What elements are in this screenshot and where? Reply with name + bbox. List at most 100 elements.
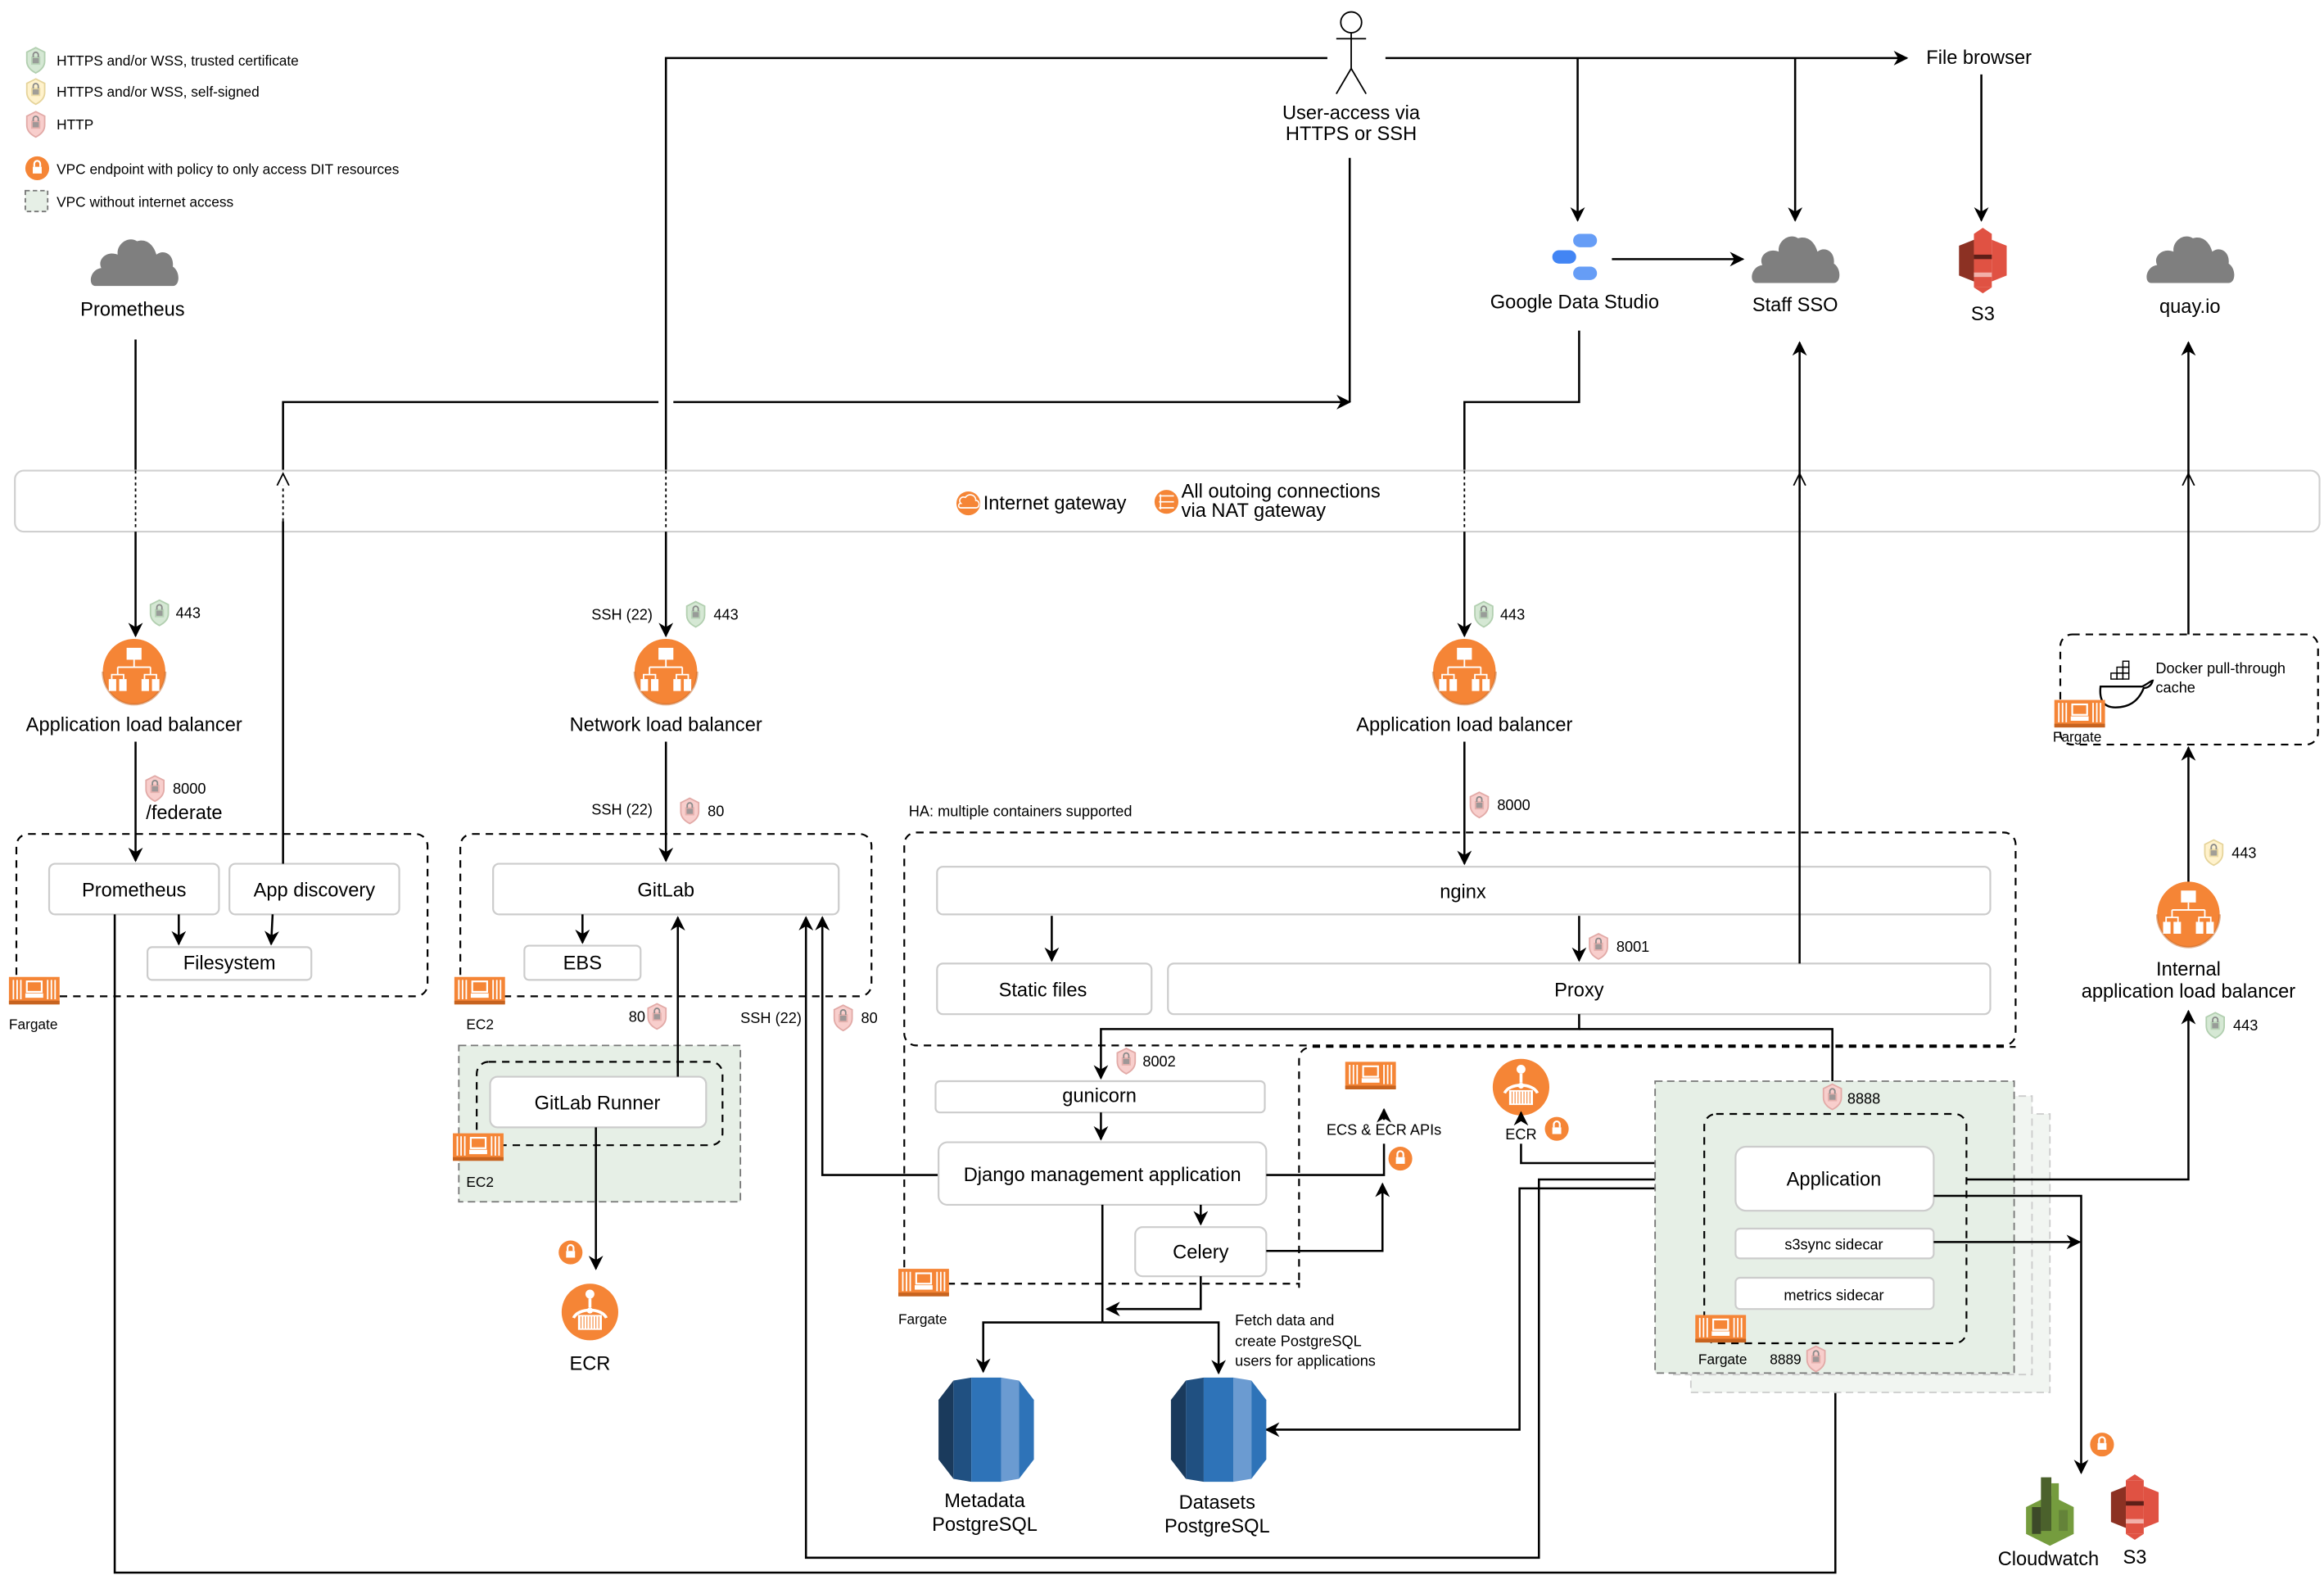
application-to-cloudwatch-line: [1933, 1194, 2089, 1474]
fargate-icon: [7, 976, 61, 1006]
fetch-note-line2: create PostgreSQL: [1235, 1333, 1362, 1350]
port-label: 8001: [1616, 939, 1649, 955]
fargate-icon: [897, 1267, 950, 1297]
fargate-icon: [2053, 699, 2106, 729]
shield-red-icon: [1116, 1048, 1137, 1075]
application-to-internal-alb-line: [1966, 1009, 2196, 1181]
shield-green-icon: [1474, 600, 1494, 628]
vpc-endpoint-lock-icon: [558, 1239, 584, 1265]
ecr-label: ECR: [1505, 1126, 1536, 1143]
load-balancer-icon: [1431, 637, 1497, 706]
application-label: Application: [1787, 1169, 1882, 1190]
shield-red-icon: [647, 1003, 667, 1030]
application-to-gitlab-line: [798, 916, 1736, 1560]
legend-label: HTTPS and/or WSS, trusted certificate: [57, 52, 299, 69]
ec2-icon: [451, 1132, 504, 1162]
vpc-endpoint-lock-icon: [1387, 1145, 1413, 1172]
port-label: 443: [1500, 606, 1525, 622]
ebs-node[interactable]: [523, 944, 642, 981]
gitlab-label: GitLab: [637, 881, 694, 902]
gitlab-node[interactable]: [492, 862, 840, 916]
prometheus-node[interactable]: [47, 862, 220, 916]
metadata-db-label-line2: PostgreSQL: [932, 1514, 1038, 1536]
port-label: 8888: [1847, 1090, 1880, 1107]
docker-cache-label-line2: cache: [2155, 679, 2195, 695]
port-label: 8000: [173, 781, 206, 797]
shield-red-icon: [25, 111, 46, 138]
celery-to-ecs-line: [1266, 1182, 1390, 1252]
cloudwatch-icon: [2026, 1477, 2074, 1546]
metadata-db-label-line1: Metadata: [944, 1491, 1025, 1512]
filesystem-node[interactable]: [147, 946, 313, 981]
gunicorn-label: gunicorn: [1062, 1085, 1137, 1107]
load-balancer-icon: [633, 637, 699, 706]
django-label: Django management application: [964, 1165, 1241, 1186]
nlb-label: Network load balancer: [570, 715, 762, 736]
legend-label: HTTP: [57, 116, 93, 133]
datasets-db-label-line2: PostgreSQL: [1164, 1516, 1270, 1537]
s3-icon: [1959, 228, 2007, 294]
nat-gateway-icon: [1154, 490, 1179, 514]
alb-left-label: Application load balancer: [26, 715, 242, 736]
shield-green-icon: [2205, 1012, 2226, 1039]
port-label: 80: [629, 1008, 645, 1025]
ecs-ecr-apis-icon: [1344, 1061, 1397, 1091]
port-label: SSH (22): [591, 606, 653, 622]
application-node[interactable]: [1734, 1145, 1935, 1212]
fetch-note-line1: Fetch data and: [1235, 1312, 1334, 1329]
static-files-label: Static files: [999, 980, 1087, 1001]
google-data-studio-icon: [1552, 233, 1598, 280]
federate-path-label: /federate: [146, 803, 222, 824]
staff-sso-cloud-icon: [1752, 236, 1840, 283]
internal-alb-label-line1: Internal: [2156, 959, 2221, 980]
vpc-endpoint-lock-icon: [1544, 1116, 1570, 1142]
port-label: 443: [713, 606, 738, 622]
port-label: SSH (22): [591, 802, 653, 818]
shield-red-icon: [1589, 933, 1608, 960]
datasets-db-label-line1: Datasets: [1179, 1492, 1255, 1514]
celery-label: Celery: [1173, 1242, 1228, 1263]
s3sync-sidecar-label: s3sync sidecar: [1784, 1236, 1883, 1252]
shield-red-icon: [833, 1004, 853, 1032]
quay-cloud-icon: [2146, 236, 2235, 283]
nginx-label: nginx: [1440, 881, 1486, 903]
alb-main-label: Application load balancer: [1356, 715, 1572, 736]
legend: HTTPS and/or WSS, trusted certificate HT…: [24, 47, 400, 213]
shield-yellow-icon: [2204, 839, 2224, 867]
ec2-icon: [453, 976, 506, 1006]
compute-label: Fargate: [2053, 728, 2102, 745]
fargate-icon: [1694, 1314, 1748, 1344]
prometheus-to-metrics-line: [113, 914, 1843, 1574]
shield-red-icon: [1806, 1345, 1826, 1373]
file-browser-label[interactable]: File browser: [1926, 48, 2032, 69]
compute-label: Fargate: [1698, 1351, 1748, 1367]
datasets-postgres-icon: [1170, 1377, 1267, 1483]
port-label: SSH (22): [740, 1010, 802, 1026]
static-files-node[interactable]: [936, 962, 1153, 1016]
s3sync-sidecar-node[interactable]: [1734, 1227, 1935, 1260]
shield-green-icon: [685, 600, 706, 628]
cloudwatch-label: Cloudwatch: [1998, 1549, 2099, 1570]
metrics-sidecar-node[interactable]: [1734, 1276, 1935, 1311]
user-actor-icon: [1336, 11, 1368, 95]
vpc-no-internet-box-icon: [25, 189, 49, 213]
port-label: 8000: [1497, 797, 1530, 813]
port-label: 8002: [1142, 1053, 1175, 1070]
compute-label: Fargate: [898, 1311, 947, 1327]
internet-gateway-label: Internet gateway: [983, 493, 1127, 514]
gitlab-runner-node[interactable]: [489, 1075, 708, 1129]
shield-green-icon: [149, 599, 170, 627]
load-balancer-icon: [2155, 880, 2222, 948]
port-label: 443: [176, 605, 201, 622]
internet-gateway-icon: [956, 491, 981, 516]
prometheus-external-label: Prometheus: [80, 299, 184, 320]
nginx-node[interactable]: [936, 866, 1992, 916]
google-data-studio-label: Google Data Studio: [1490, 292, 1659, 313]
quay-label: quay.io: [2159, 297, 2220, 318]
app-discovery-node[interactable]: [228, 862, 400, 916]
prometheus-cluster-box: [15, 833, 429, 998]
staff-sso-label: Staff SSO: [1752, 295, 1838, 316]
user-access-label-line2: HTTPS or SSH: [1286, 124, 1417, 145]
port-label: 8889: [1770, 1351, 1801, 1367]
